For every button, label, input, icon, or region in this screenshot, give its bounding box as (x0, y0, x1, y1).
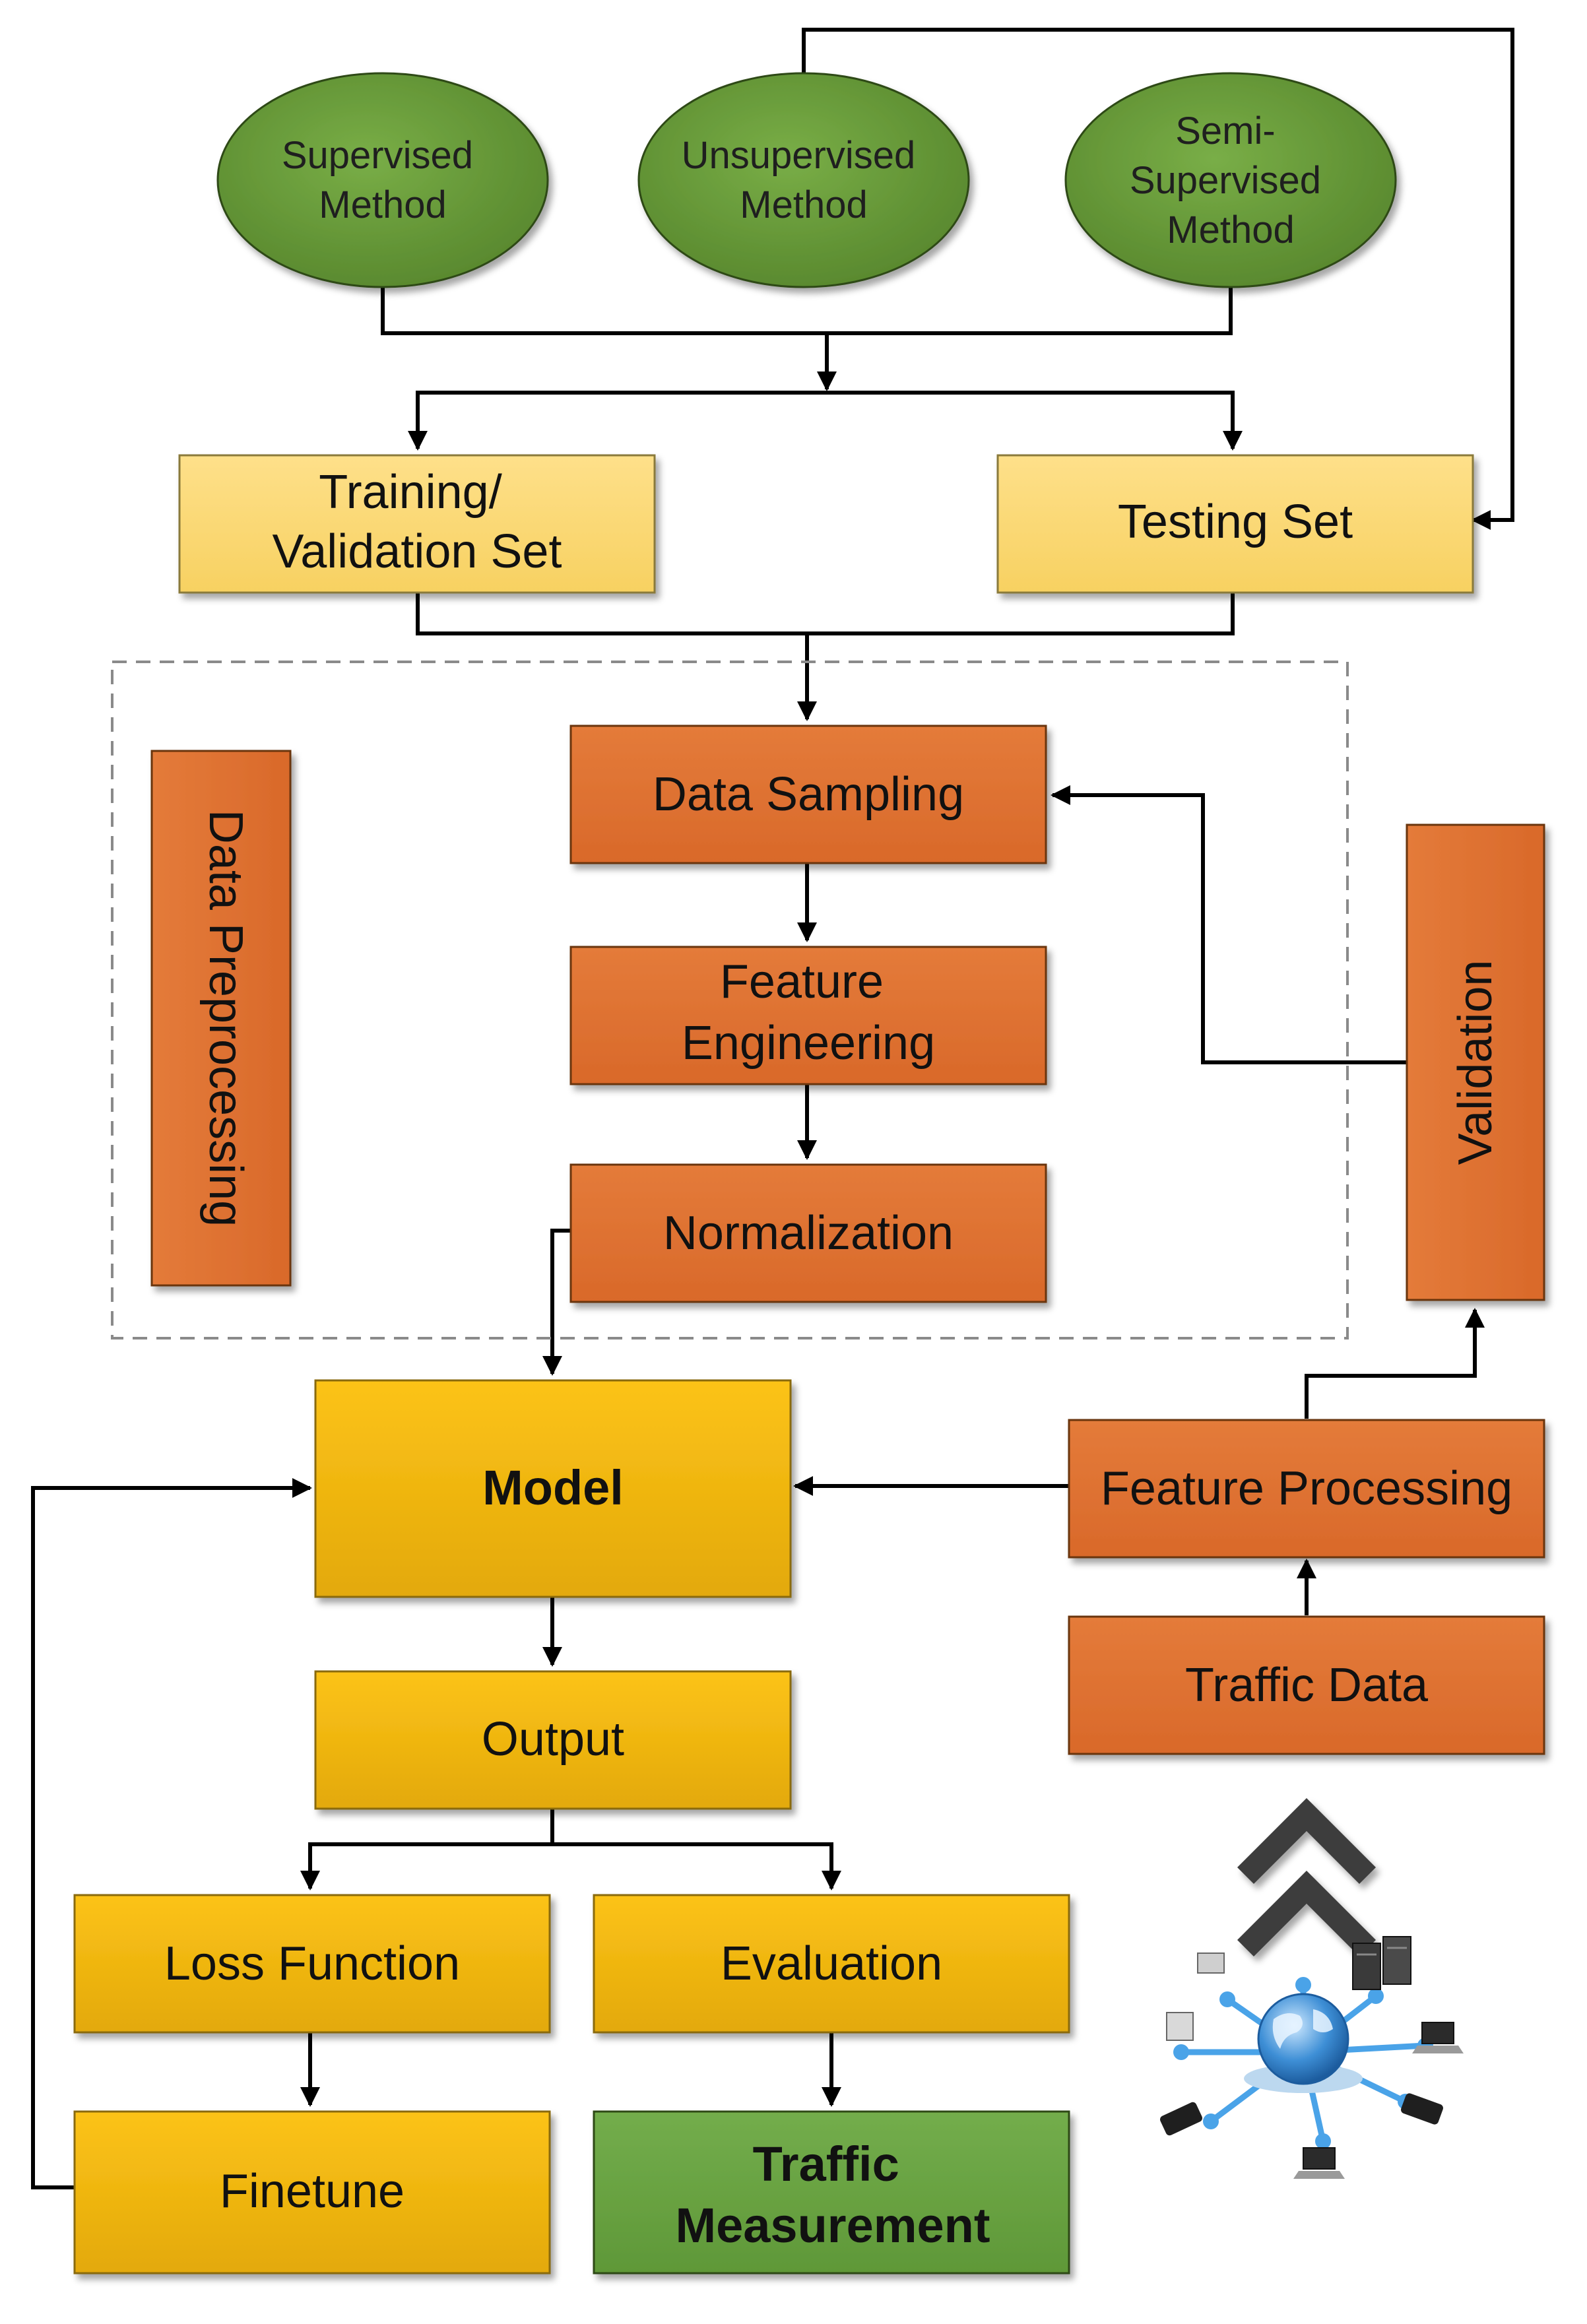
feature-processing-label: Feature Processing (1101, 1462, 1512, 1515)
testing-set-box (996, 454, 1474, 594)
data-preprocessing-label: Data Preprocessing (199, 810, 252, 1227)
monitor-icon (1166, 1953, 1225, 2041)
training-validation-set-label: Training/ Validation Set (273, 466, 562, 578)
sets-merge-line (416, 591, 1235, 635)
globe (1257, 1993, 1349, 2085)
loss-function-box (73, 1894, 551, 2034)
normalization-box (569, 1163, 1047, 1303)
network-arrowheads (1173, 1977, 1433, 2149)
evaluation-label: Evaluation (721, 1937, 942, 1990)
data-sampling-label: Data Sampling (653, 768, 964, 821)
supervised-label: Supervised Method (282, 134, 484, 226)
connectors (31, 28, 1514, 2189)
method-unsupervised (637, 72, 970, 288)
testing-set-label: Testing Set (1118, 496, 1353, 548)
method-semi-supervised (1064, 72, 1397, 288)
finetune-box (73, 2110, 551, 2275)
unsupervised-label: Unsupervised Method (682, 134, 926, 226)
feature-engineering-label: Feature Engineering (682, 955, 935, 1070)
traffic-measurement-label: Traffic Measurement (675, 2137, 990, 2253)
data-sampling-box (569, 725, 1047, 864)
validation-label: Validation (1449, 960, 1502, 1165)
normalization-label: Normalization (663, 1207, 954, 1260)
double-chevron-up-icon (1237, 1798, 1376, 1956)
evaluation-box (593, 1894, 1070, 2034)
model-box (314, 1379, 792, 1598)
training-validation-set-box (178, 454, 656, 594)
validation-box (1406, 823, 1545, 1301)
laptop-icon (1293, 2022, 1464, 2179)
phone-icon (1160, 2093, 1443, 2136)
finetune-label: Finetune (220, 2165, 405, 2218)
validation-to-sampling-arrow (1051, 785, 1407, 1064)
preprocessing-group-border (111, 661, 1349, 1340)
model-label: Model (482, 1460, 624, 1515)
finetune-to-model-arrow (31, 1478, 312, 2189)
server-icon (1352, 1936, 1411, 1990)
output-label: Output (482, 1713, 624, 1766)
traffic-data-box (1068, 1615, 1545, 1755)
methods-merge-line (381, 287, 1233, 335)
network-globe-icon (1160, 1936, 1464, 2179)
unsupervised-to-testing-arrow (802, 28, 1514, 530)
traffic-measurement-box (593, 2110, 1070, 2275)
feature-engineering-box (569, 946, 1047, 1085)
feature-processing-to-validation-arrow (1305, 1308, 1485, 1419)
output-box (314, 1670, 792, 1810)
feature-processing-box (1068, 1419, 1545, 1559)
semi-supervised-label: Semi- Supervised Method (1130, 110, 1332, 251)
traffic-data-label: Traffic Data (1185, 1659, 1429, 1712)
normalization-to-model-arrow (542, 1229, 571, 1376)
method-supervised (216, 72, 549, 288)
loss-function-label: Loss Function (164, 1937, 460, 1990)
data-preprocessing-box (150, 750, 292, 1287)
